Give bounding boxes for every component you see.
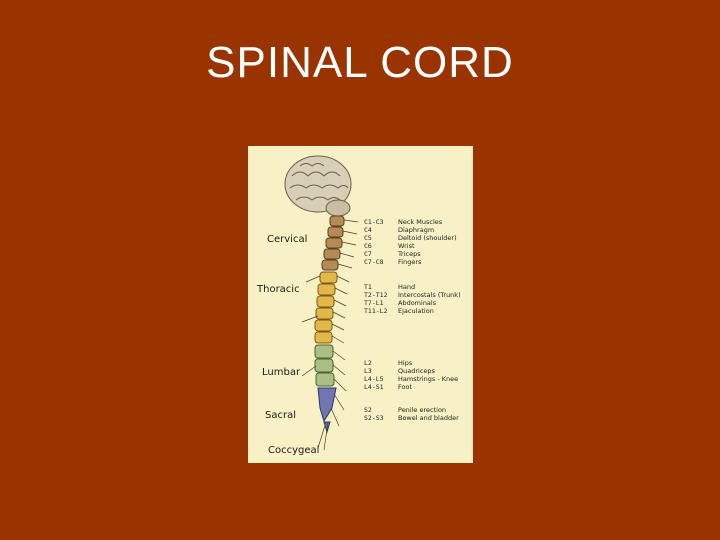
- segment-label: L2: [364, 359, 372, 367]
- function-label: Hips: [398, 359, 413, 367]
- function-label: Hand: [398, 283, 416, 291]
- segment-label: C7-C8: [364, 258, 384, 266]
- function-label: Triceps: [398, 250, 421, 258]
- function-label: Hamstrings - Knee: [398, 375, 459, 383]
- function-label: Abdominals: [398, 299, 437, 307]
- function-label: Deltoid (shoulder): [398, 234, 457, 242]
- slide-title: SPINAL CORD: [206, 38, 514, 87]
- function-group-lumbar: Hips Quadriceps Hamstrings - Knee Foot: [398, 359, 472, 391]
- segment-label: C1-C3: [364, 218, 384, 226]
- segment-label: L4-L5: [364, 375, 384, 383]
- function-label: Bowel and bladder: [398, 414, 459, 422]
- function-label: Neck Muscles: [398, 218, 443, 226]
- function-label: Wrist: [398, 242, 415, 250]
- spine-illustration: [284, 155, 359, 451]
- segment-group-lumbar: L2 L3 L4-L5 L4-S1: [364, 359, 404, 391]
- segment-group-sacral: S2 S2-S3: [364, 406, 404, 422]
- function-label: Quadriceps: [398, 367, 435, 375]
- function-group-cervical: Neck Muscles Diaphragm Deltoid (shoulder…: [398, 218, 472, 266]
- segment-label: L3: [364, 367, 372, 375]
- segment-group-cervical: C1-C3 C4 C5 C6 C7 C7-C8: [364, 218, 404, 266]
- segment-group-thoracic: T1 T2-T12 T7-L1 T11-L2: [364, 283, 404, 315]
- function-group-sacral: Penile erection Bowel and bladder: [398, 406, 472, 422]
- segment-label: S2-S3: [364, 414, 384, 422]
- lumbar-vertebrae: [314, 344, 335, 387]
- region-label-cervical: Cervical: [267, 234, 308, 245]
- segment-label: T1: [364, 283, 372, 291]
- segment-label: C4: [364, 226, 372, 234]
- segment-label: C6: [364, 242, 372, 250]
- function-label: Penile erection: [398, 406, 447, 414]
- segment-label: L4-S1: [364, 383, 384, 391]
- segment-label: C5: [364, 234, 372, 242]
- segment-label: T2-T12: [364, 291, 388, 299]
- function-label: Ejaculation: [398, 307, 434, 315]
- function-label: Intercostals (Trunk): [398, 291, 461, 299]
- cervical-vertebrae: [321, 215, 345, 271]
- thoracic-vertebrae: [314, 271, 338, 344]
- segment-label: T7-L1: [364, 299, 384, 307]
- spinal-nerves: [301, 219, 359, 451]
- function-label: Diaphragm: [398, 226, 435, 234]
- region-label-lumbar: Lumbar: [262, 367, 301, 378]
- brain-illustration: [284, 155, 352, 217]
- function-label: Fingers: [398, 258, 422, 266]
- spinal-cord-diagram: Cervical Thoracic Lumbar Sacral Coccygea…: [248, 146, 473, 463]
- segment-label: T11-L2: [364, 307, 388, 315]
- segment-label: C7: [364, 250, 372, 258]
- region-label-thoracic: Thoracic: [257, 284, 300, 295]
- segment-label: S2: [364, 406, 372, 414]
- sacral-vertebrae: [317, 387, 337, 434]
- function-label: Foot: [398, 383, 413, 391]
- region-label-sacral: Sacral: [265, 410, 296, 421]
- region-label-coccygeal: Coccygeal: [268, 445, 320, 456]
- function-group-thoracic: Hand Intercostals (Trunk) Abdominals Eja…: [398, 283, 472, 315]
